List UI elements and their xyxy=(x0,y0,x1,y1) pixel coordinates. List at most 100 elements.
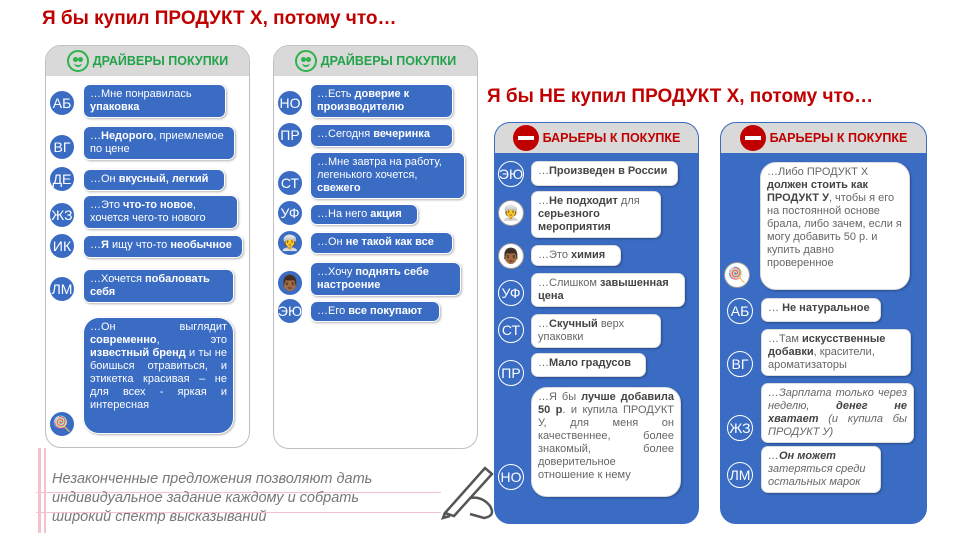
statement-bubble: …Скучный верх упаковки xyxy=(531,314,661,348)
statement-text: , красители, ароматизаторы xyxy=(768,346,875,371)
statement-bubble: …Либо ПРОДУКТ Х должен стоить как ПРОДУК… xyxy=(760,162,910,290)
statement-bubble: …Он может затеряться среди остальных мар… xyxy=(761,446,881,493)
participant-avatar: АБ xyxy=(49,90,75,116)
statement-text: , чтобы я его на постоянной основе брала… xyxy=(767,192,902,269)
emphasis-text: серьезного мероприятия xyxy=(538,208,611,233)
statement-text: . и купила ПРОДУКТ У, для меня он качест… xyxy=(538,404,675,481)
panel-header: БАРЬЕРЫ К ПОКУПКЕ xyxy=(542,131,681,145)
statement-text: …Он xyxy=(90,173,119,185)
statement-text: … xyxy=(768,450,779,462)
emphasis-text: побаловать себя xyxy=(90,273,210,298)
statement-text: ищу что-то xyxy=(108,239,171,251)
statement-bubble: …Это химия xyxy=(531,245,621,266)
participant-avatar: УФ xyxy=(277,200,303,226)
participant-avatar: ЭЮ xyxy=(277,298,303,324)
title-buy: Я бы купил ПРОДУКТ Х, потому что… xyxy=(42,8,397,29)
participant-avatar: ДЕ xyxy=(49,166,75,192)
panel-header: БАРЬЕРЫ К ПОКУПКЕ xyxy=(769,131,908,145)
participant-avatar: УФ xyxy=(498,280,524,306)
participant-avatar: ЭЮ xyxy=(498,161,524,187)
participant-avatar: СТ xyxy=(498,317,524,343)
statement-bubble: …Его все покупают xyxy=(310,301,440,322)
statement-text: … xyxy=(538,195,549,207)
emphasis-text: вкусный, легкий xyxy=(118,173,209,185)
statement-bubble: …Там искусственные добавки, красители, а… xyxy=(761,329,911,376)
no-entry-icon xyxy=(739,125,766,151)
statement-text: , это xyxy=(156,334,227,346)
statement-text: затеряться среди остальных марок xyxy=(768,463,866,488)
statement-text: для xyxy=(617,195,640,207)
emphasis-text: Он может xyxy=(779,450,836,462)
emphasis-text: Я xyxy=(101,239,109,251)
title-not-buy: Я бы НЕ купил ПРОДУКТ Х, потому что… xyxy=(487,86,874,107)
statement-text: … xyxy=(90,130,101,142)
panel-header: ДРАЙВЕРЫ ПОКУПКИ xyxy=(320,54,457,68)
statement-bubble: …Слишком завышенная цена xyxy=(531,273,685,307)
emphasis-text: Скучный xyxy=(549,318,598,330)
statement-bubble: …Он выглядит современно, это известный б… xyxy=(83,317,234,434)
emphasis-text: Мало градусов xyxy=(549,357,632,369)
emphasis-text: химия xyxy=(571,249,606,261)
man-avatar: 👨🏾 xyxy=(277,270,303,296)
statement-bubble: …Он вкусный, легкий xyxy=(83,169,225,191)
statement-bubble: …Зарплата только через неделю, денег не … xyxy=(761,383,914,443)
statement-text: … xyxy=(538,318,549,330)
statement-bubble: …Сегодня вечеринка xyxy=(310,124,453,147)
emphasis-text: не такой как все xyxy=(345,236,434,248)
statement-text: …Мне завтра на работу, легенького хочетс… xyxy=(317,156,442,181)
statement-text: … xyxy=(768,302,783,314)
lollipop-icon: 🍭 xyxy=(49,411,75,437)
statement-bubble: …Произведен в России xyxy=(531,161,678,186)
statement-bubble: …Мало градусов xyxy=(531,353,646,377)
statement-text: …Сегодня xyxy=(317,128,374,140)
participant-avatar: ЛМ xyxy=(49,276,75,302)
statement-text: верх упаковки xyxy=(538,318,625,343)
statement-text: … xyxy=(90,239,101,251)
woman-avatar: 👳‍♀️ xyxy=(498,200,524,226)
statement-bubble: …На него акция xyxy=(310,204,418,225)
smiley-icon xyxy=(66,50,89,72)
participant-avatar: ЖЗ xyxy=(727,415,753,441)
statement-text: …Слишком xyxy=(538,277,601,289)
emphasis-text: Недорого xyxy=(101,130,154,142)
statement-text: …Он выглядит xyxy=(90,321,227,333)
participant-avatar: ЛМ xyxy=(727,462,753,488)
emphasis-text: должен стоить как ПРОДУКТ У xyxy=(767,179,869,204)
statement-text: … xyxy=(538,165,549,177)
participant-avatar: АБ xyxy=(727,298,753,324)
no-entry-icon xyxy=(512,125,539,151)
statement-text: …Хочется xyxy=(90,273,145,285)
statement-bubble: …Он не такой как все xyxy=(310,232,453,254)
emphasis-text: необычное xyxy=(170,239,232,251)
participant-avatar: ПР xyxy=(277,122,303,148)
statement-text: , приемлемое по цене xyxy=(90,130,224,155)
pen-hand-icon xyxy=(440,466,494,520)
emphasis-text: свежего xyxy=(317,182,361,194)
emphasis-text: Не подходит xyxy=(549,195,618,207)
emphasis-text: что-то новое xyxy=(123,199,193,211)
emphasis-text: все покупают xyxy=(348,305,423,317)
participant-avatar: ПР xyxy=(498,360,524,386)
statement-bubble: …Есть доверие к производителю xyxy=(310,84,453,118)
emphasis-text: искусственные добавки xyxy=(768,333,886,358)
emphasis-text: упаковка xyxy=(90,101,140,113)
statement-text: …Это xyxy=(90,199,123,211)
emphasis-text: денег не хватает xyxy=(768,400,907,425)
participant-avatar: ВГ xyxy=(727,351,753,377)
emphasis-text: акция xyxy=(370,208,402,220)
smiley-icon xyxy=(294,50,317,72)
emphasis-text: Не натуральное xyxy=(782,302,870,314)
statement-text: …Есть xyxy=(317,88,355,100)
statement-bubble: …Я ищу что-то необычное xyxy=(83,235,243,258)
woman-avatar: 👳‍♀️ xyxy=(277,230,303,256)
statement-bubble: …Хочется побаловать себя xyxy=(83,269,234,303)
statement-text: … xyxy=(538,357,549,369)
statement-text: и ты не боишься отравиться, и этикетка к… xyxy=(90,347,227,411)
emphasis-text: поднять себе настроение xyxy=(317,266,429,291)
emphasis-text: лучше добавила 50 р xyxy=(538,391,675,416)
participant-avatar: ЖЗ xyxy=(49,202,75,228)
emphasis-text: современно xyxy=(90,334,157,346)
statement-text: , хочется чего-то нового xyxy=(90,199,206,224)
emphasis-text: вечеринка xyxy=(373,128,430,140)
panel-header: ДРАЙВЕРЫ ПОКУПКИ xyxy=(92,54,229,68)
